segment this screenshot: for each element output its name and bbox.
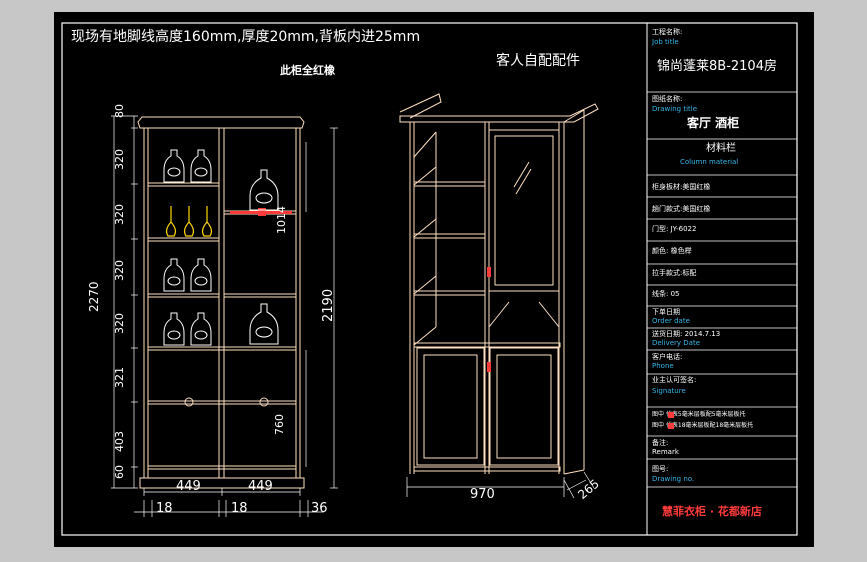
- tb-order-date: 下单日期: [652, 308, 680, 316]
- tb-row-door-style: 趟门款式:美国红橡: [652, 205, 711, 213]
- tb-order-date-en: Order date: [652, 317, 690, 325]
- legend-marker-5mm: [668, 412, 674, 418]
- dim-right-height: 2190: [321, 288, 336, 322]
- tb-remark-en: Remark: [652, 448, 679, 456]
- title-block-dividers: [647, 91, 797, 488]
- tb-material-label: 材料栏: [706, 143, 736, 154]
- tb-material-label-en: Column material: [680, 158, 739, 166]
- dim-row-8: 60: [113, 465, 126, 479]
- dim-row-6: 321: [113, 367, 126, 388]
- front-cabinet: [137, 116, 305, 489]
- tb-delivery-date-en: Delivery Date: [652, 339, 701, 347]
- dim-row-3: 320: [113, 204, 126, 225]
- tb-signature-en: Signature: [652, 387, 686, 395]
- header-site-note: 现场有地脚线高度160mm,厚度20mm,背板内进25mm: [71, 29, 421, 45]
- dim-row-2: 320: [113, 149, 126, 170]
- dim-side-width: 970: [470, 487, 495, 502]
- dim-total-height: 2270: [87, 281, 101, 312]
- header-full-color: 此柜全红橡: [280, 64, 335, 77]
- tb-delivery-date: 送货日期: 2014.7.13: [652, 330, 721, 338]
- dim-door-height: 760: [273, 414, 286, 435]
- tb-row-door-type: 门型: JY-6022: [652, 225, 697, 233]
- tb-drawing-no-en: Drawing no.: [652, 475, 695, 483]
- shelf-pin-marker: [258, 208, 266, 216]
- tb-row-handle: 拉手款式:标配: [652, 269, 697, 277]
- wine-bottles: [163, 149, 279, 346]
- tb-project-label: 工程名称:: [652, 28, 683, 36]
- dim-row-7: 403: [113, 431, 126, 452]
- tb-legend-1: 图中 代表5毫米层板配5毫米层板托: [652, 411, 746, 418]
- dim-bottom-18-right: 18: [231, 501, 248, 516]
- door-knob-right: [259, 397, 269, 407]
- tb-legend-2: 图中 代表18毫米层板配18毫米层板托: [652, 422, 754, 429]
- tb-remark: 备注:: [652, 439, 669, 447]
- tb-drawing-label-en: Drawing title: [652, 105, 698, 113]
- dim-shelf-gap: 1014: [275, 206, 288, 234]
- tb-project-label-en: Job title: [652, 38, 679, 46]
- header-customer-parts: 客人自配配件: [496, 53, 580, 69]
- decor-vases: [165, 206, 213, 237]
- tb-drawing-no: 图号:: [652, 465, 669, 473]
- dim-bottom-18-left: 18: [156, 501, 173, 516]
- dim-bottom-36: 36: [311, 501, 328, 516]
- tb-row-color: 颜色: 橡色榉: [652, 247, 692, 255]
- tb-drawing-label: 图纸名称:: [652, 95, 683, 103]
- dim-row-1: 80: [113, 104, 126, 118]
- cad-canvas: 现场有地脚线高度160mm,厚度20mm,背板内进25mm 客人自配配件 此柜全…: [54, 12, 814, 547]
- tb-project-name: 锦尚蓬莱8B-2104房: [657, 59, 777, 74]
- tb-company: 慧菲衣柜 · 花都新店: [662, 505, 762, 518]
- dim-width-left: 449: [176, 479, 201, 494]
- tb-phone: 客户电话:: [652, 353, 683, 361]
- side-dimension-lines: [406, 471, 595, 499]
- side-cabinet: [399, 93, 599, 475]
- legend-marker-18mm: [668, 423, 674, 429]
- cad-drawing: [61, 22, 798, 536]
- front-dimension-lines: [111, 115, 338, 517]
- tb-row-lines: 线条: 05: [652, 290, 680, 298]
- tb-row-body-material: 柜身板材:美国红橡: [652, 183, 711, 191]
- tb-signature: 业主认可签名:: [652, 376, 697, 384]
- title-block-frame: [646, 22, 798, 536]
- tb-drawing-name: 客厅 酒柜: [687, 116, 740, 130]
- dim-width-right: 449: [248, 479, 273, 494]
- dim-row-5: 320: [113, 313, 126, 334]
- handle-marker-1: [487, 267, 491, 277]
- handle-marker-2: [487, 362, 491, 372]
- door-knob-left: [184, 397, 194, 407]
- dim-row-4: 320: [113, 260, 126, 281]
- tb-phone-en: Phone: [652, 362, 674, 370]
